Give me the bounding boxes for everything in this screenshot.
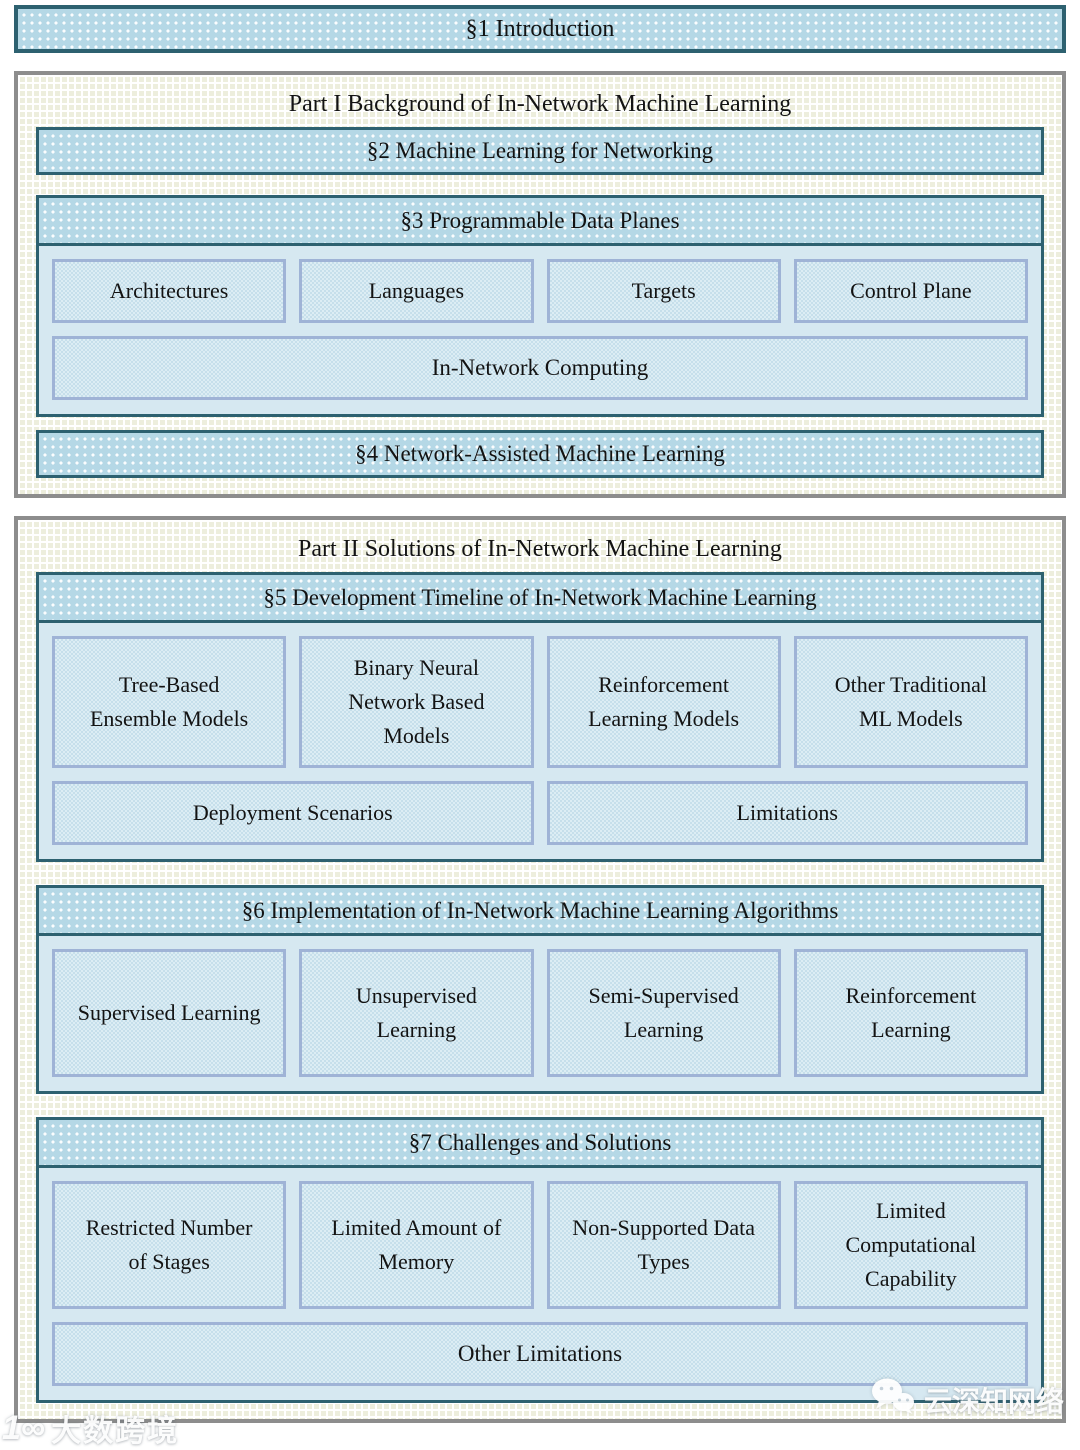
section5-row: Tree-Based Ensemble Models Binary Neural…: [52, 636, 1028, 768]
section1-label: §1 Introduction: [465, 15, 615, 42]
section7-body: Restricted Number of Stages Limited Amou…: [39, 1168, 1041, 1400]
box-binary-neural-network-models: Binary Neural Network Based Models: [299, 636, 534, 768]
box-limited-amount-of-memory: Limited Amount of Memory: [299, 1181, 534, 1309]
section1-bar: §1 Introduction: [14, 5, 1066, 53]
section3-row: Architectures Languages Targets Control …: [52, 259, 1028, 323]
section5-container: §5 Development Timeline of In-Network Ma…: [36, 572, 1044, 862]
section3-container: §3 Programmable Data Planes Architecture…: [36, 195, 1044, 417]
section6-header: §6 Implementation of In-Network Machine …: [39, 888, 1041, 936]
box-unsupervised-learning: Unsupervised Learning: [299, 949, 534, 1077]
box-limited-computational-capability: Limited Computational Capability: [793, 1181, 1028, 1309]
section4-label: §4 Network-Assisted Machine Learning: [355, 441, 725, 466]
box-reinforcement-learning-models: Reinforcement Learning Models: [546, 636, 781, 768]
section3-header: §3 Programmable Data Planes: [39, 198, 1041, 246]
box-restricted-number-of-stages: Restricted Number of Stages: [52, 1181, 287, 1309]
box-languages: Languages: [299, 259, 534, 323]
part2-container: Part II Solutions of In-Network Machine …: [14, 516, 1066, 1423]
section3-body: Architectures Languages Targets Control …: [39, 246, 1041, 414]
section7-header: §7 Challenges and Solutions: [39, 1120, 1041, 1168]
box-reinforcement-learning: Reinforcement Learning: [793, 949, 1028, 1077]
box-deployment-scenarios: Deployment Scenarios: [52, 781, 534, 845]
section5-header: §5 Development Timeline of In-Network Ma…: [39, 575, 1041, 623]
box-targets: Targets: [546, 259, 781, 323]
section5-row2: Deployment Scenarios Limitations: [52, 781, 1028, 845]
box-architectures: Architectures: [52, 259, 287, 323]
box-other-traditional-ml-models: Other Traditional ML Models: [793, 636, 1028, 768]
box-semi-supervised-learning: Semi-Supervised Learning: [546, 949, 781, 1077]
box-tree-based-ensemble-models: Tree-Based Ensemble Models: [52, 636, 287, 768]
box-control-plane: Control Plane: [793, 259, 1028, 323]
section2-bar: §2 Machine Learning for Networking: [36, 127, 1044, 175]
section7-container: §7 Challenges and Solutions Restricted N…: [36, 1117, 1044, 1403]
part1-title: Part I Background of In-Network Machine …: [288, 90, 792, 117]
section5-body: Tree-Based Ensemble Models Binary Neural…: [39, 623, 1041, 859]
section6-body: Supervised Learning Unsupervised Learnin…: [39, 936, 1041, 1091]
part2-title: Part II Solutions of In-Network Machine …: [298, 535, 782, 562]
section6-row: Supervised Learning Unsupervised Learnin…: [52, 949, 1028, 1077]
part1-container: Part I Background of In-Network Machine …: [14, 71, 1066, 498]
section6-container: §6 Implementation of In-Network Machine …: [36, 885, 1044, 1094]
box-supervised-learning: Supervised Learning: [52, 949, 287, 1077]
section4-bar: §4 Network-Assisted Machine Learning: [36, 430, 1044, 478]
section7-row: Restricted Number of Stages Limited Amou…: [52, 1181, 1028, 1309]
diagram-page: { "intro": { "label": "§1 Introduction" …: [0, 5, 1080, 1450]
box-limitations: Limitations: [546, 781, 1028, 845]
box-non-supported-data-types: Non-Supported Data Types: [546, 1181, 781, 1309]
box-other-limitations: Other Limitations: [52, 1322, 1028, 1386]
section2-label: §2 Machine Learning for Networking: [366, 138, 714, 163]
box-in-network-computing: In-Network Computing: [52, 336, 1028, 400]
